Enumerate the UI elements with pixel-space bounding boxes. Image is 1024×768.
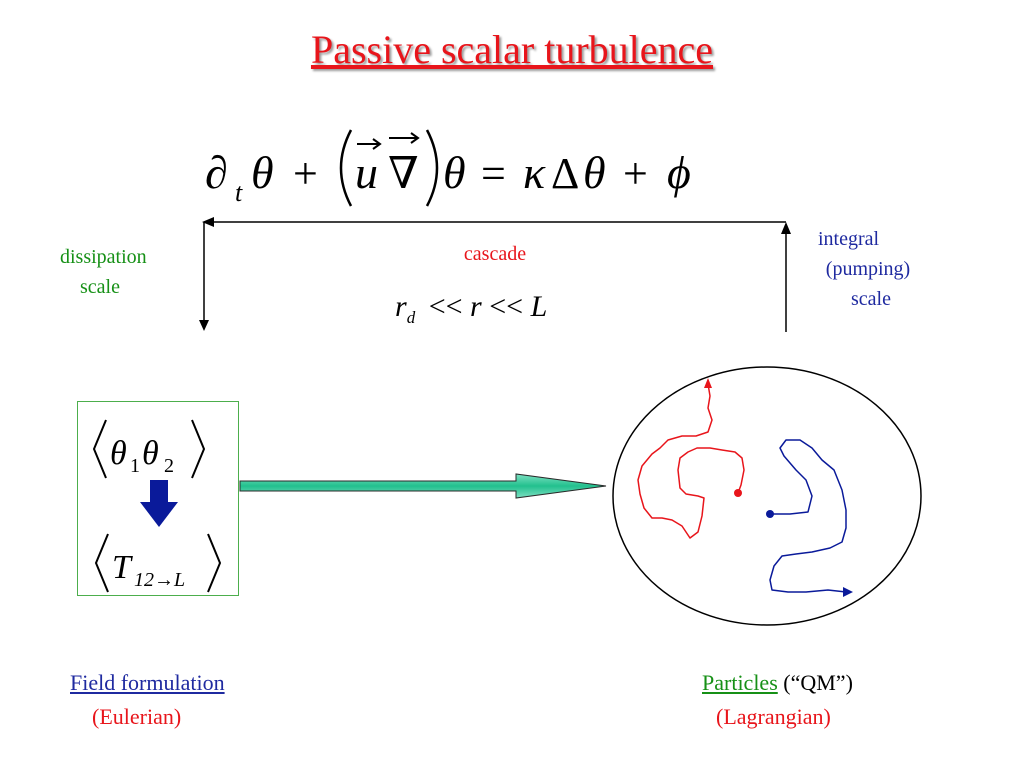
sub-t: t [235,178,243,207]
field-correlator-box: θ 1 θ 2 T 12→L [77,401,239,596]
dissipation-scale-label: dissipation scale [60,242,180,302]
field-to-particles-arrow [239,473,607,499]
qm-label: (“QM”) [777,670,853,695]
r-symbol-2: r [470,290,482,323]
right-angle-2 [207,533,222,593]
left-angle-2 [94,533,109,593]
d-subscript: d [406,308,416,327]
partial-symbol: ∂ [205,147,228,198]
particle-domain-circle [612,366,922,626]
advection-diffusion-equation: ∂ t θ + u ∇ θ = κ Δ θ + ϕ [205,129,691,207]
nabla-arrowhead [410,132,420,144]
theta-two: θ [142,435,159,472]
theta-1: θ [251,147,274,198]
much-less-1: << [428,290,463,323]
red-trajectory [637,383,745,539]
cascade-arrowhead [202,217,214,227]
T-symbol: T [112,549,133,586]
u-vector-arrowhead [372,138,382,150]
r-symbol: r [395,290,407,323]
T-subscript: 12→L [134,569,185,591]
integral-label-line3: scale [851,288,891,310]
left-angle-1 [92,419,107,479]
implication-arrow-shaft [150,480,168,504]
laplacian: Δ [551,149,579,198]
field-formulation-link[interactable]: Field formulation [70,670,225,695]
slide-title: Passive scalar turbulence [310,27,714,72]
plus-2: + [623,149,648,198]
sub-two: 2 [164,455,174,477]
theta-3: θ [583,147,606,198]
u-vector: u [355,147,378,198]
cascade-label: cascade [463,243,527,265]
dissipation-down-arrowhead [199,320,209,331]
nabla: ∇ [388,149,419,198]
blue-particle-start [766,510,774,518]
left-paren [339,129,353,207]
red-particle-start [734,489,742,497]
theta-one: θ [110,435,127,472]
integral-up-arrowhead [781,222,791,234]
L-symbol: L [530,290,548,323]
kappa: κ [523,147,546,198]
equals: = [481,149,506,198]
implication-arrowhead [140,502,178,527]
eulerian-label: (Eulerian) [92,704,182,729]
phi: ϕ [667,147,691,198]
particles-heading: Particles (“QM”) [702,668,853,698]
lagrangian-label: (Lagrangian) [716,704,831,729]
red-trajectory-arrowhead [704,378,712,388]
scale-inequality: rd << r << L [395,290,547,328]
right-paren [425,129,439,207]
dissipation-label-line1: dissipation [60,246,147,268]
right-angle-1 [191,419,206,479]
correlator-formulas: θ 1 θ 2 T 12→L [92,419,222,593]
sub-one: 1 [130,455,140,477]
integral-label-line1: integral [818,228,880,250]
integral-label-line2: (pumping) [825,258,911,280]
plus-1: + [293,149,318,198]
particles-link[interactable]: Particles [702,670,778,695]
blue-trajectory [769,439,847,593]
blue-trajectory-arrowhead [843,587,853,597]
dissipation-label-line2: scale [80,276,120,298]
theta-2: θ [443,147,466,198]
integral-scale-label: integral (pumping) scale [808,224,928,314]
much-less-2: << [489,290,524,323]
